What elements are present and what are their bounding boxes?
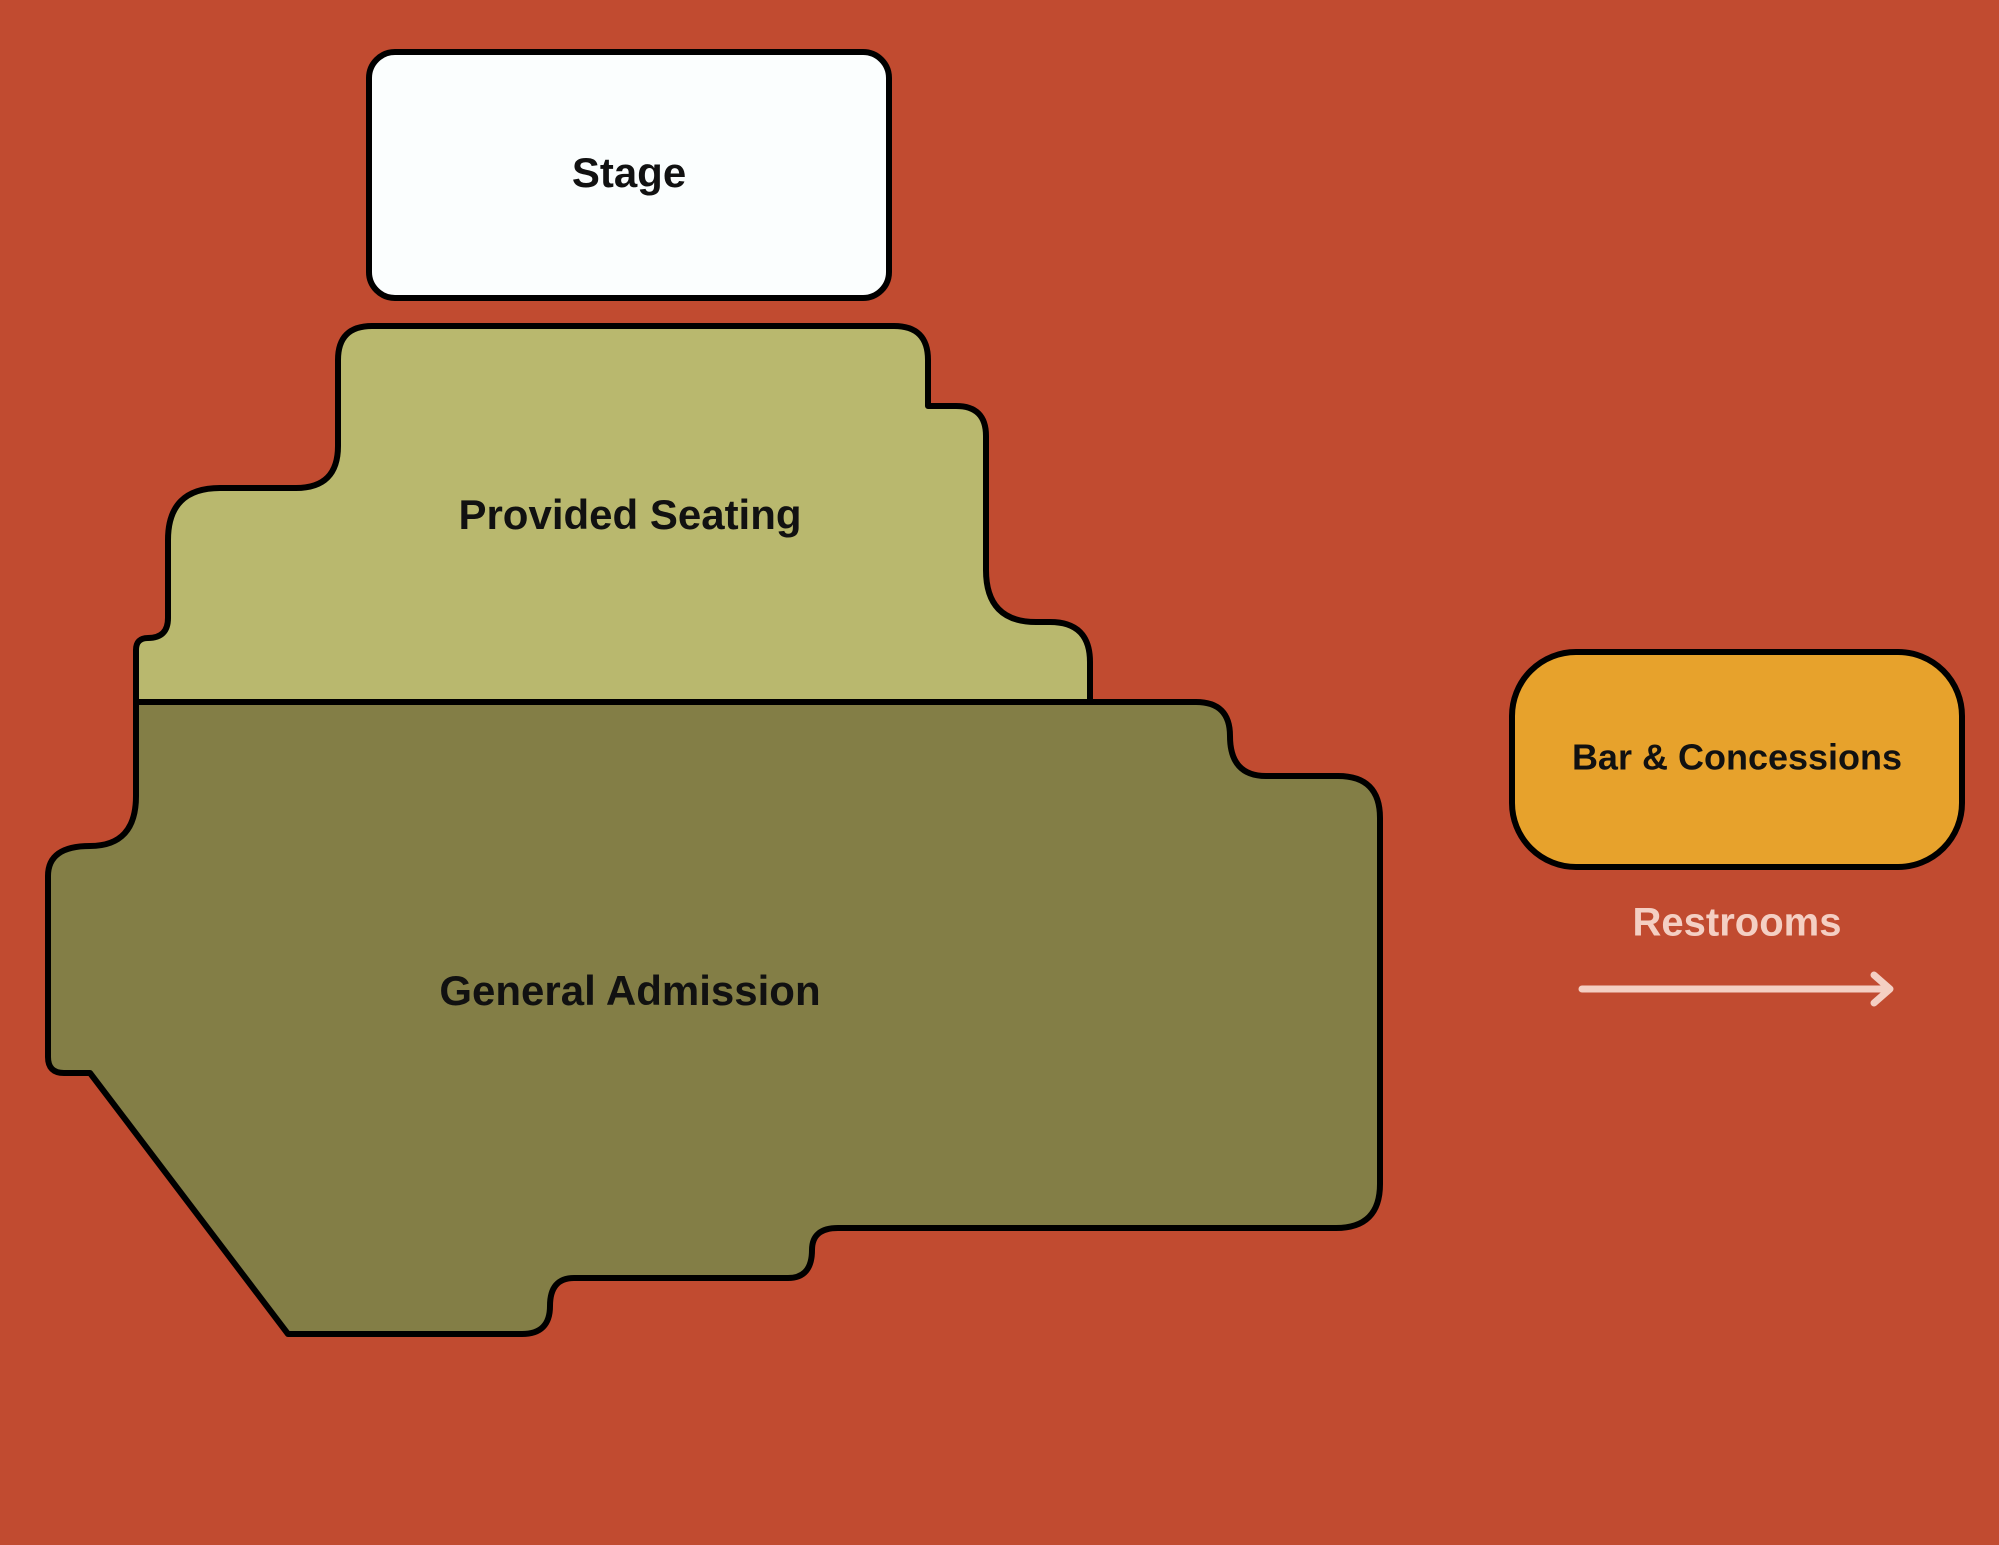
stage-area[interactable] [366,49,892,301]
restrooms-label: Restrooms [1633,901,1842,945]
bar-concessions-area[interactable] [1509,649,1965,870]
general-admission-zone[interactable]: General Admission [45,699,1383,1337]
general-admission-label: General Admission [439,967,820,1014]
restrooms-direction[interactable]: Restrooms [1578,901,1894,1007]
stage-zone[interactable]: Stage [366,49,892,301]
provided-seating-area[interactable] [133,323,1093,705]
stage-label: Stage [572,149,686,196]
bar-concessions-zone[interactable]: Bar & Concessions [1509,649,1965,870]
arrow-right-icon [1578,971,1894,1007]
provided-seating-zone[interactable]: Provided Seating [133,323,1093,705]
bar-concessions-label: Bar & Concessions [1572,737,1902,778]
general-admission-area[interactable] [45,699,1383,1337]
provided-seating-label: Provided Seating [458,491,801,538]
